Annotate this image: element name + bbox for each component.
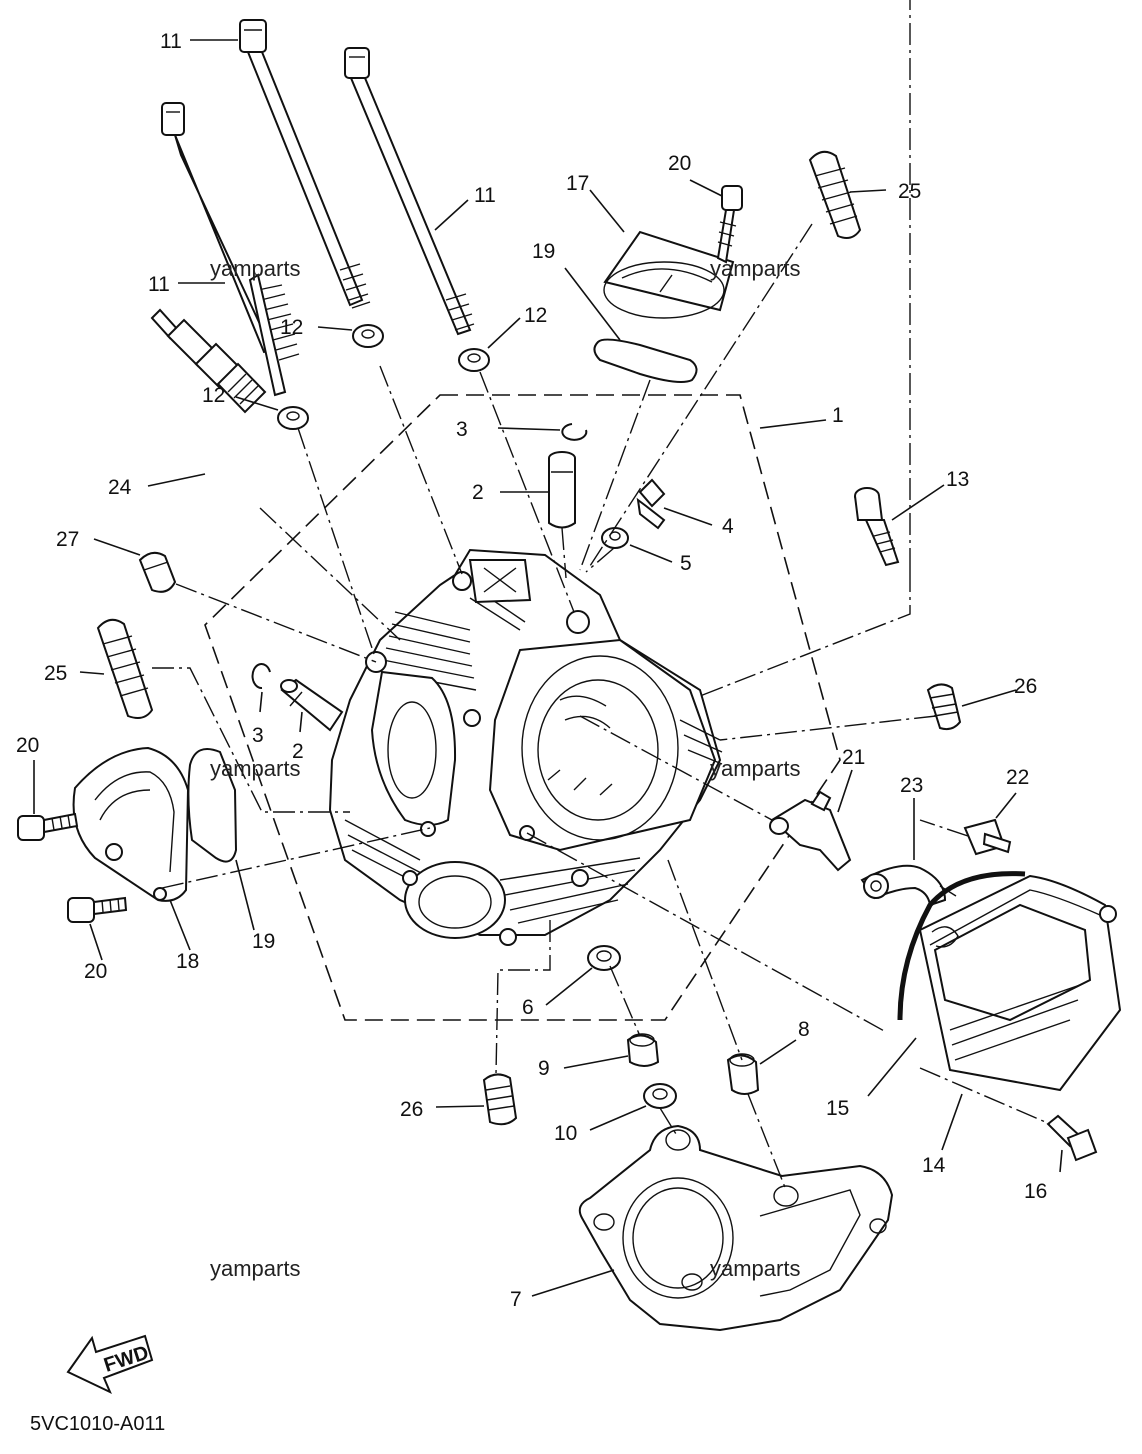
callout-11-top: 11 <box>160 30 182 53</box>
valve-guide-lower <box>280 678 344 732</box>
bolt-13 <box>854 487 900 567</box>
callout-20-left-upper: 20 <box>16 734 39 757</box>
callout-21: 21 <box>842 746 865 769</box>
callout-24: 24 <box>108 476 132 499</box>
watermark: yamparts <box>710 756 800 781</box>
callout-10: 10 <box>554 1122 577 1145</box>
plug-27 <box>138 551 177 593</box>
gasket-15 <box>897 871 1026 1021</box>
callout-26-right: 26 <box>1014 675 1037 698</box>
watermark: yamparts <box>210 256 300 281</box>
washer-5 <box>601 527 629 549</box>
head-gasket-7 <box>578 1124 894 1332</box>
callout-numbers: 11 11 11 12 12 12 24 27 3 2 4 5 1 13 25 … <box>16 30 1047 1311</box>
part-code: 5VC1010-A011 <box>30 1413 165 1435</box>
callout-2-lower: 2 <box>292 740 304 763</box>
head-bolt-left <box>161 102 300 397</box>
callout-14: 14 <box>922 1154 946 1177</box>
pipe-23 <box>860 864 947 907</box>
callout-12-middle: 12 <box>280 316 303 339</box>
bolt-20-top <box>716 185 743 264</box>
spark-plug <box>150 308 267 414</box>
head-cover-14 <box>918 874 1122 1092</box>
watermark: yamparts <box>210 756 300 781</box>
plug-21 <box>769 790 852 872</box>
callout-19-left: 19 <box>252 930 275 953</box>
callout-22: 22 <box>1006 766 1029 789</box>
callout-15: 15 <box>826 1097 849 1120</box>
callout-25-left: 25 <box>44 662 67 685</box>
valve-guide-upper <box>548 451 576 529</box>
callout-5: 5 <box>680 552 692 575</box>
bolt-20-left-lower <box>67 896 128 923</box>
circlip-lower <box>251 663 271 690</box>
cylinder-head <box>328 548 723 946</box>
spring-25-left <box>96 618 154 719</box>
watermarks: yamparts yamparts yamparts yamparts yamp… <box>210 256 800 1281</box>
spring-25-top <box>808 150 862 239</box>
side-cover-18 <box>72 746 190 902</box>
washer-10 <box>643 1083 677 1109</box>
callout-1: 1 <box>832 404 844 427</box>
callout-3-upper: 3 <box>456 418 468 441</box>
washer-12-right <box>458 348 490 372</box>
head-bolt-right <box>344 47 475 336</box>
plug-26-right <box>926 683 962 731</box>
leader-lines <box>33 39 1063 1297</box>
cap-17 <box>603 230 735 319</box>
washer-12-middle <box>352 324 384 348</box>
callout-13: 13 <box>946 468 969 491</box>
alignment-lines <box>152 0 1051 1191</box>
washer-12-left <box>277 406 309 430</box>
callout-4: 4 <box>722 515 734 538</box>
callout-6: 6 <box>522 996 534 1019</box>
dowel-8 <box>726 1053 760 1095</box>
assembly-boundary <box>204 394 841 1021</box>
callout-20-top: 20 <box>668 152 691 175</box>
callout-20-left-lower: 20 <box>84 960 107 983</box>
fwd-arrow-icon: FWD <box>66 1334 154 1395</box>
callout-27: 27 <box>56 528 79 551</box>
dowel-9 <box>626 1033 660 1067</box>
watermark: yamparts <box>710 256 800 281</box>
callout-16: 16 <box>1024 1180 1047 1203</box>
bolt-16 <box>1046 1114 1098 1162</box>
callout-8: 8 <box>798 1018 810 1041</box>
callout-23: 23 <box>900 774 923 797</box>
callout-26-bottom: 26 <box>400 1098 423 1121</box>
head-bolt-middle <box>239 19 371 309</box>
callout-3-lower: 3 <box>252 724 264 747</box>
callout-2-upper: 2 <box>472 481 484 504</box>
watermark: yamparts <box>210 1256 300 1281</box>
oring-19-top <box>593 338 698 383</box>
callout-12-right: 12 <box>524 304 547 327</box>
callout-19-top: 19 <box>532 240 555 263</box>
callout-7: 7 <box>510 1288 522 1311</box>
callout-9: 9 <box>538 1057 550 1080</box>
bolt-20-left-upper <box>17 812 79 841</box>
callout-11-left: 11 <box>148 273 170 296</box>
dowel-6 <box>587 945 621 971</box>
circlip-upper <box>561 423 588 441</box>
callout-25-top: 25 <box>898 180 921 203</box>
plug-26-bottom <box>482 1073 518 1126</box>
callout-11-right: 11 <box>474 184 496 207</box>
callout-18: 18 <box>176 950 199 973</box>
bolt-4 <box>636 478 666 530</box>
oring-19-left <box>187 748 238 863</box>
callout-17: 17 <box>566 172 589 195</box>
watermark: yamparts <box>710 1256 800 1281</box>
callout-12-left: 12 <box>202 384 225 407</box>
bolt-22 <box>963 818 1012 856</box>
